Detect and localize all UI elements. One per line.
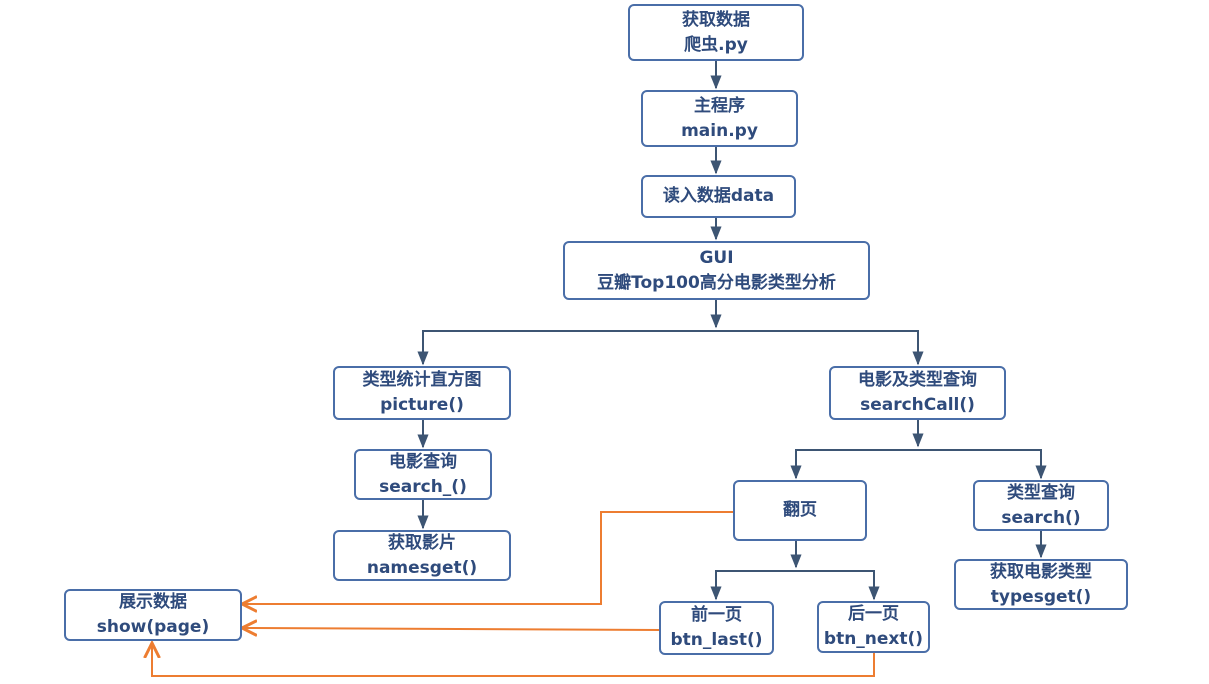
node-movie-query: 电影查询 search_()	[354, 449, 492, 500]
callback-prev-to-show	[242, 628, 661, 630]
node-read-data-title: 读入数据data	[662, 186, 775, 206]
node-main: 主程序 main.py	[641, 90, 798, 147]
node-search-call-title: 电影及类型查询	[858, 370, 977, 390]
branch-to-page-turn	[790, 449, 918, 480]
callback-page-turn-to-show	[242, 511, 733, 604]
node-page-turn: 翻页	[733, 480, 867, 541]
node-movie-query-func: search_()	[379, 476, 467, 497]
branch-to-type-query	[918, 449, 1047, 480]
branch-right	[716, 330, 924, 366]
node-histogram-title: 类型统计直方图	[362, 370, 482, 390]
node-prev-page: 前一页 btn_last()	[659, 601, 774, 655]
node-show-data-title: 展示数据	[119, 592, 187, 612]
node-get-types-func: typesget()	[990, 586, 1092, 607]
node-get-types-title: 获取电影类型	[990, 561, 1092, 582]
callback-next-to-show	[152, 643, 875, 677]
node-get-film: 获取影片 namesget()	[333, 530, 511, 581]
branch-left	[417, 330, 716, 366]
node-movie-query-title: 电影查询	[389, 451, 457, 472]
node-get-film-func: namesget()	[366, 557, 478, 578]
node-get-data-title: 获取数据	[682, 9, 750, 30]
node-type-query: 类型查询 search()	[973, 480, 1109, 531]
node-prev-page-title: 前一页	[691, 605, 742, 625]
node-read-data: 读入数据data	[641, 175, 796, 218]
node-histogram-func: picture()	[380, 395, 464, 415]
branch-to-next	[796, 570, 880, 601]
node-show-data-func: show(page)	[96, 617, 210, 637]
node-show-data: 展示数据 show(page)	[64, 589, 242, 641]
node-histogram: 类型统计直方图 picture()	[333, 366, 511, 420]
node-get-film-title: 获取影片	[388, 532, 456, 553]
node-gui-title: GUI	[699, 247, 734, 268]
node-next-page-title: 后一页	[848, 604, 899, 624]
node-type-query-func: search()	[1001, 507, 1081, 528]
node-get-data: 获取数据 爬虫.py	[628, 4, 804, 61]
node-search-call: 电影及类型查询 searchCall()	[829, 366, 1006, 420]
node-main-file: main.py	[681, 120, 758, 141]
node-next-page-func: btn_next()	[823, 629, 924, 649]
node-next-page: 后一页 btn_next()	[817, 601, 930, 653]
node-search-call-func: searchCall()	[860, 395, 975, 415]
node-gui-subtitle: 豆瓣Top100高分电影类型分析	[597, 272, 836, 293]
node-main-title: 主程序	[694, 95, 745, 116]
branch-to-prev	[710, 570, 796, 601]
node-gui: GUI 豆瓣Top100高分电影类型分析	[563, 241, 870, 300]
node-type-query-title: 类型查询	[1007, 482, 1075, 503]
node-get-data-file: 爬虫.py	[684, 34, 748, 55]
node-get-types: 获取电影类型 typesget()	[954, 559, 1128, 610]
node-page-turn-title: 翻页	[783, 500, 817, 520]
node-prev-page-func: btn_last()	[670, 630, 763, 650]
